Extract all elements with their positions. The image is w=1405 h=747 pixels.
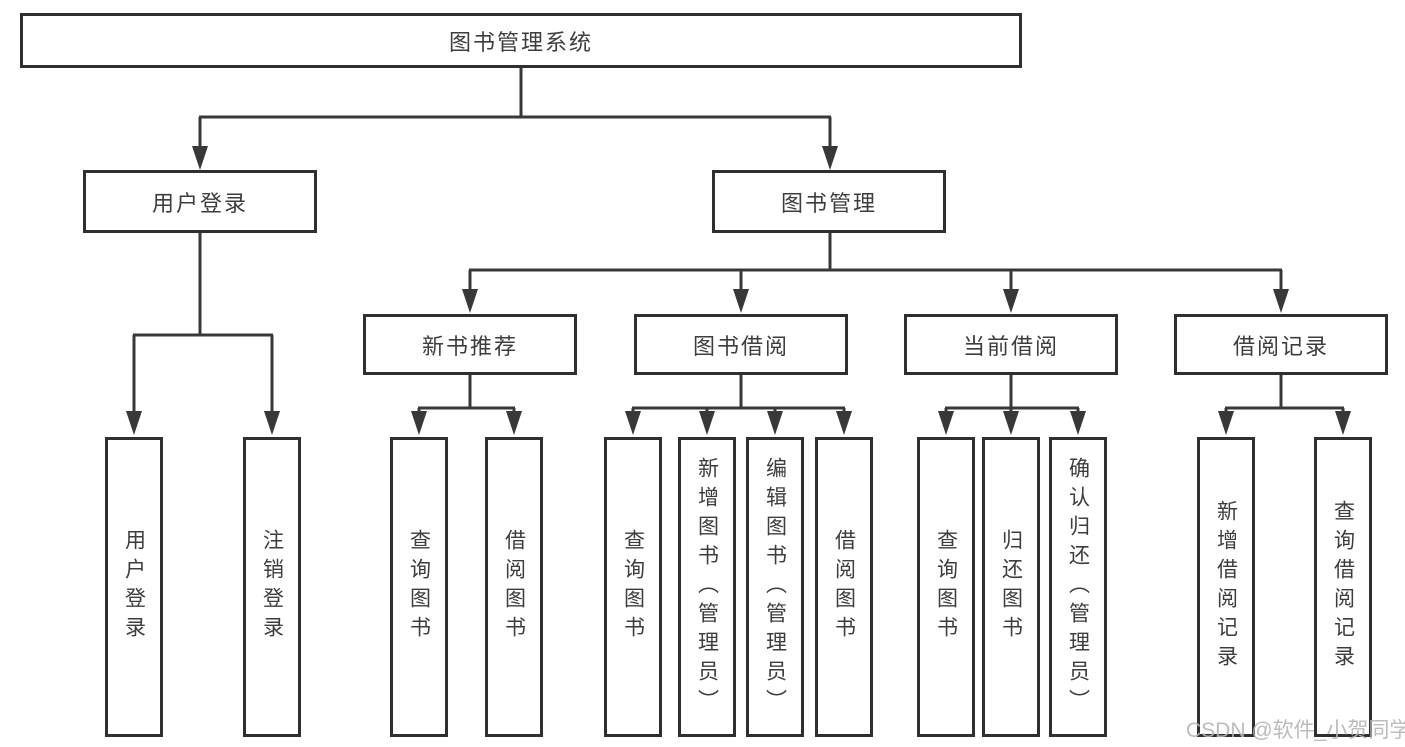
leaf-return-books: 归还图书: [982, 437, 1040, 737]
node-label: 查询图书: [934, 529, 958, 645]
leaf-borrow-books-recommend: 借阅图书: [485, 437, 543, 737]
node-current-borrow: 当前借阅: [904, 314, 1118, 375]
leaf-query-books-borrow: 查询图书: [604, 437, 662, 737]
leaf-user-login: 用户登录: [105, 437, 163, 737]
watermark: CSDN @软件_小贺同学: [1186, 719, 1405, 742]
node-label: 用户登录: [151, 190, 248, 216]
node-label: 图书借阅: [692, 333, 789, 359]
node-label: 新书推荐: [421, 333, 518, 359]
node-label: 查询借阅记录: [1331, 500, 1355, 674]
node-label: 用户登录: [122, 529, 146, 645]
node-label: 图书管理: [780, 190, 877, 216]
node-label: 注销登录: [260, 529, 284, 645]
node-label: 新增借阅记录: [1214, 500, 1238, 674]
leaf-edit-book-admin: 编辑图书（管理员）: [746, 437, 804, 737]
node-label: 归还图书: [999, 529, 1023, 645]
node-label: 当前借阅: [962, 333, 1059, 359]
node-book-borrow: 图书借阅: [634, 314, 848, 375]
node-new-book-recommend: 新书推荐: [363, 314, 577, 375]
node-label: 借阅图书: [502, 529, 526, 645]
node-user-login: 用户登录: [83, 170, 317, 233]
node-label: 借阅记录: [1232, 333, 1329, 359]
node-label: 查询图书: [407, 529, 431, 645]
leaf-borrow-books: 借阅图书: [815, 437, 873, 737]
node-label: 图书管理系统: [448, 29, 593, 55]
leaf-add-borrow-record: 新增借阅记录: [1197, 437, 1255, 737]
leaf-add-book-admin: 新增图书（管理员）: [678, 437, 736, 737]
leaf-query-books-current: 查询图书: [917, 437, 975, 737]
node-label: 查询图书: [621, 529, 645, 645]
leaf-query-borrow-record: 查询借阅记录: [1314, 437, 1372, 737]
leaf-logout: 注销登录: [243, 437, 301, 737]
leaf-query-books-recommend: 查询图书: [390, 437, 448, 737]
node-borrow-records: 借阅记录: [1174, 314, 1388, 375]
node-label: 借阅图书: [832, 529, 856, 645]
node-label: 编辑图书（管理员）: [763, 456, 787, 718]
leaf-confirm-return-admin: 确认归还（管理员）: [1049, 437, 1107, 737]
node-book-management: 图书管理: [712, 170, 946, 233]
node-label: 确认归还（管理员）: [1066, 456, 1090, 718]
node-label: 新增图书（管理员）: [695, 456, 719, 718]
node-library-management-system: 图书管理系统: [20, 13, 1022, 68]
